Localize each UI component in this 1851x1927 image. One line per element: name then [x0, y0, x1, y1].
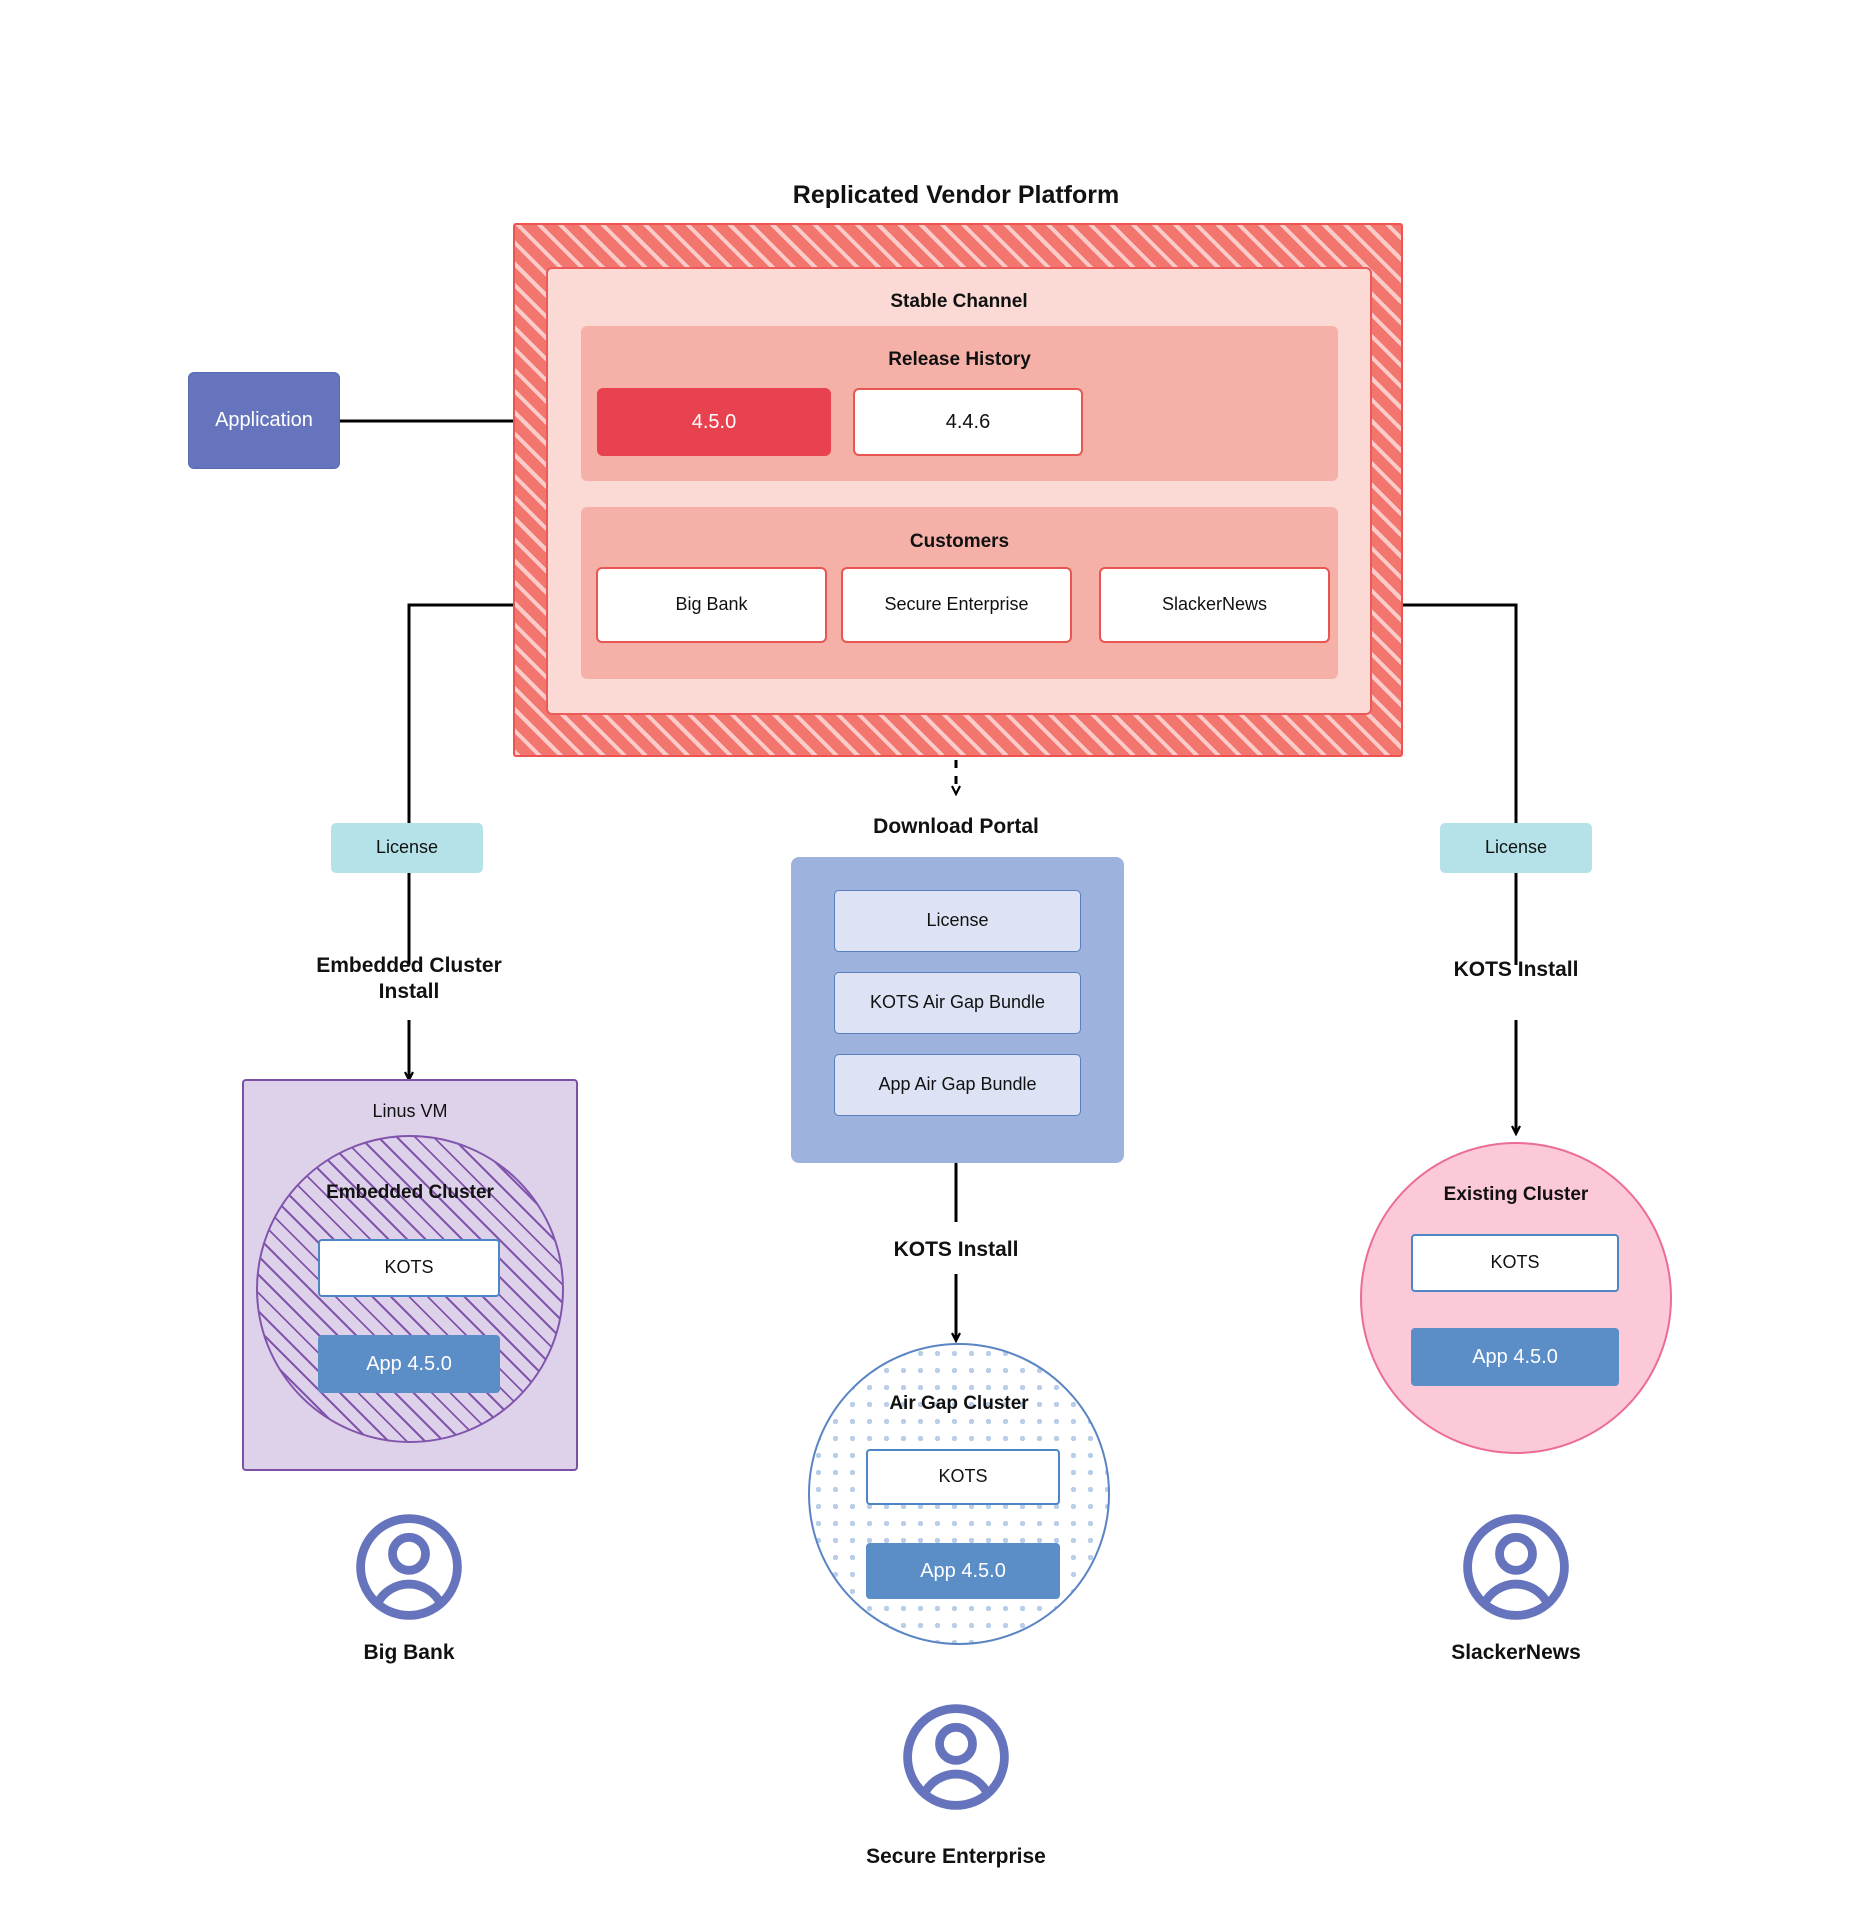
application-box[interactable]: Application [188, 372, 340, 469]
license-box-right[interactable]: License [1440, 823, 1592, 873]
download-portal-title: Download Portal [873, 815, 1039, 839]
customer-label-slackernews: SlackerNews [1451, 1641, 1581, 1665]
existing-cluster-title: Existing Cluster [1443, 1184, 1589, 1206]
avatar-slackernews [1461, 1512, 1571, 1622]
avatar-secure-enterprise [901, 1702, 1011, 1812]
kots-box-right[interactable]: KOTS [1411, 1234, 1619, 1292]
kots-install-label-center: KOTS Install [893, 1238, 1019, 1262]
embedded-cluster-title: Embedded Cluster [326, 1182, 494, 1204]
portal-item-app-air-gap-bundle[interactable]: App Air Gap Bundle [834, 1054, 1081, 1116]
customer-chip-secure-enterprise[interactable]: Secure Enterprise [841, 567, 1072, 643]
customer-chip-slackernews[interactable]: SlackerNews [1099, 567, 1330, 643]
app-version-box-center[interactable]: App 4.5.0 [866, 1543, 1060, 1599]
app-version-box-left[interactable]: App 4.5.0 [318, 1335, 500, 1393]
avatar-big-bank [354, 1512, 464, 1622]
kots-box-left[interactable]: KOTS [318, 1239, 500, 1297]
customers-title: Customers [909, 531, 1010, 553]
user-avatar-icon [356, 1514, 462, 1620]
kots-box-center[interactable]: KOTS [866, 1449, 1060, 1505]
existing-cluster-circle [1360, 1142, 1672, 1454]
page-title: Replicated Vendor Platform [792, 180, 1120, 209]
air-gap-cluster-title: Air Gap Cluster [889, 1393, 1029, 1415]
customer-label-secure-enterprise: Secure Enterprise [866, 1845, 1046, 1869]
license-box-left[interactable]: License [331, 823, 483, 873]
app-version-box-right[interactable]: App 4.5.0 [1411, 1328, 1619, 1386]
release-chip-current[interactable]: 4.5.0 [597, 388, 831, 456]
portal-item-license[interactable]: License [834, 890, 1081, 952]
linux-vm-title: Linus VM [372, 1101, 448, 1122]
customer-label-big-bank: Big Bank [363, 1641, 455, 1665]
stable-channel-title: Stable Channel [890, 291, 1028, 313]
embedded-cluster-install-label: Embedded Cluster Install [316, 954, 502, 1003]
portal-item-kots-air-gap-bundle[interactable]: KOTS Air Gap Bundle [834, 972, 1081, 1034]
user-avatar-icon [1463, 1514, 1569, 1620]
customer-chip-big-bank[interactable]: Big Bank [596, 567, 827, 643]
release-history-title: Release History [888, 349, 1031, 371]
user-avatar-icon [903, 1704, 1009, 1810]
release-chip-previous[interactable]: 4.4.6 [853, 388, 1083, 456]
kots-install-label-right: KOTS Install [1453, 958, 1579, 982]
